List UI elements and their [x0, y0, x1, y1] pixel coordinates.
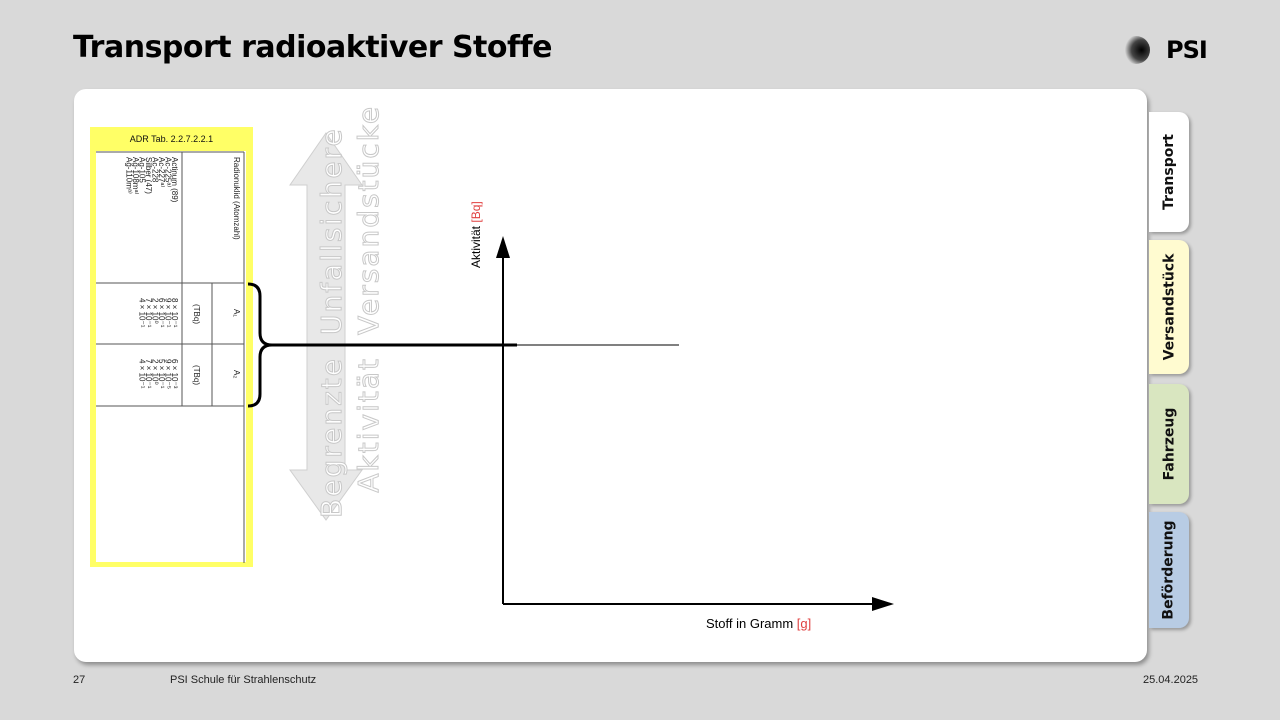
adr-table	[96, 151, 246, 562]
table-a1-cell: 7 × 10⁻¹	[144, 298, 153, 328]
table-header-a1: A₁	[232, 309, 241, 317]
table-grid	[96, 151, 245, 563]
table-nuclide-cell: Silber (47)	[144, 157, 153, 194]
table-header-a2: A₂	[232, 370, 241, 378]
table-nuclide-cell: Ag-108mᵃ⁾	[131, 157, 140, 194]
footer-org: PSI Schule für Strahlenschutz	[170, 674, 317, 686]
tab-befoerderung[interactable]: Beförderung	[1149, 512, 1189, 628]
table-a1-cell: 8 × 10⁻¹	[170, 298, 179, 328]
table-nuclide-cell: Ac-227ᵃ⁾	[157, 157, 166, 187]
table-a1-cell: 9 × 10⁻¹	[164, 298, 173, 328]
table-header-nuclide: Radionuklid (Atomzahl)	[232, 157, 241, 240]
table-nuclide-cell: Actinum (89)	[170, 157, 179, 203]
table-a2-cell: 4 × 10⁻¹	[138, 359, 147, 389]
bracket	[247, 282, 273, 408]
slide-title: Transport radioaktiver Stoffe	[73, 30, 552, 65]
arrow-text-unfallsichere: Unfallsichere	[315, 127, 348, 335]
logo-text: PSI	[1166, 36, 1208, 64]
table-a1-cell: 6 × 10⁻¹	[157, 298, 166, 328]
table-a1-cell: 2 × 10⁰	[151, 298, 160, 324]
table-unit-a2: (TBq)	[192, 365, 201, 385]
footer-date: 25.04.2025	[1143, 674, 1199, 686]
tab-fahrzeug[interactable]: Fahrzeug	[1149, 384, 1189, 504]
double-arrow-icon	[289, 132, 363, 521]
table-nuclide-cell: Ac-228	[151, 157, 160, 183]
x-axis-arrowhead	[872, 597, 894, 611]
adr-table-frame: ADR Tab. 2.2.7.2.2.1	[90, 127, 253, 567]
footer-page-number: 27	[73, 674, 86, 686]
table-a1-cell: 4 × 10⁻¹	[138, 298, 147, 328]
table-a2-cell: 9 × 10⁻⁵	[164, 359, 173, 389]
arrow-text-aktivitaet: Aktivität	[352, 357, 385, 493]
arrow-text-versandstuecke: Versandstücke	[352, 105, 385, 335]
table-a2-cell: 5 × 10⁻¹	[157, 359, 166, 389]
arrow-text-begrenzte: Begrenzte	[315, 357, 348, 518]
table-nuclide-cell: Ag-105	[138, 157, 147, 183]
y-axis-label: Aktivität [Bq]	[469, 201, 483, 268]
x-axis-label: Stoff in Gramm [g]	[706, 616, 811, 631]
tab-transport[interactable]: Transport	[1149, 112, 1189, 232]
tab-versandstueck[interactable]: Versandstück	[1149, 240, 1189, 374]
table-a2-cell: 7 × 10⁻¹	[144, 359, 153, 389]
table-nuclide-cell: Ac-225ᵃ⁾	[164, 157, 173, 187]
y-axis-arrowhead	[496, 236, 510, 258]
table-a2-cell: 6 × 10⁻³	[170, 359, 179, 389]
psi-logo-icon	[1122, 36, 1150, 64]
table-a2-cell: 2 × 10⁰	[151, 359, 160, 385]
table-unit-a1: (TBq)	[192, 304, 201, 324]
table-nuclide-cell: Ag-110mᵃ⁾	[125, 157, 134, 194]
table-caption: ADR Tab. 2.2.7.2.2.1	[129, 134, 214, 144]
